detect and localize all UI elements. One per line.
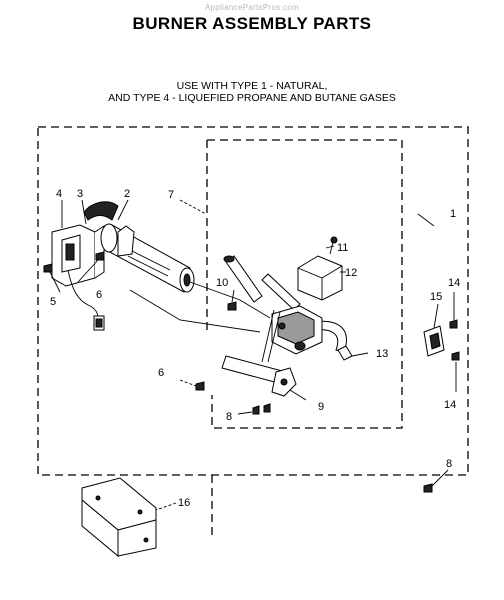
- subtitle-line-2: AND TYPE 4 - LIQUEFIED PROPANE AND BUTAN…: [108, 92, 396, 104]
- callout-11: 11: [337, 242, 348, 254]
- callout-9: 9: [318, 401, 324, 413]
- callout-16: 16: [178, 497, 190, 509]
- screw-parts: [43, 251, 433, 493]
- outer-dashed-boundary: [37, 126, 469, 476]
- callout-7: 7: [168, 189, 174, 201]
- callout-leaders: [49, 199, 457, 511]
- valve-bracket-part: [221, 309, 297, 397]
- callout-1: 1: [450, 208, 456, 220]
- callout-3: 3: [77, 188, 83, 200]
- callout-15: 15: [430, 291, 442, 303]
- callout-5: 5: [50, 296, 56, 308]
- subtitle: USE WITH TYPE 1 - NATURAL, AND TYPE 4 - …: [0, 80, 504, 104]
- subtitle-line-1: USE WITH TYPE 1 - NATURAL,: [176, 80, 328, 92]
- gas-valve-part: [271, 305, 323, 355]
- gas-valve-coil-part: [297, 236, 343, 301]
- sensor-bracket-part: [423, 319, 460, 361]
- ignitor-bracket-part: [51, 224, 105, 287]
- page-title: BURNER ASSEMBLY PARTS: [132, 14, 372, 33]
- callout-13: 13: [376, 348, 388, 360]
- callout-8-right: 8: [446, 458, 452, 470]
- sensor-wire-part: [67, 269, 105, 331]
- callout-14-top: 14: [448, 277, 460, 289]
- mounting-bracket-part: [81, 477, 157, 558]
- watermark: AppliancePartsPros.com: [204, 3, 300, 12]
- igniter-part: [223, 255, 263, 303]
- callout-6-top: 6: [96, 289, 102, 301]
- callout-12: 12: [345, 267, 357, 279]
- burner-tube-part: [83, 201, 195, 293]
- callout-6-bottom: 6: [158, 367, 164, 379]
- callout-14-bottom: 14: [444, 399, 456, 411]
- inner-dashed-boundary: [206, 139, 403, 540]
- callout-10: 10: [216, 277, 228, 289]
- ignition-wire-part: [129, 281, 271, 333]
- callout-4: 4: [56, 188, 62, 200]
- callout-2: 2: [124, 188, 130, 200]
- callout-8-left: 8: [226, 411, 232, 423]
